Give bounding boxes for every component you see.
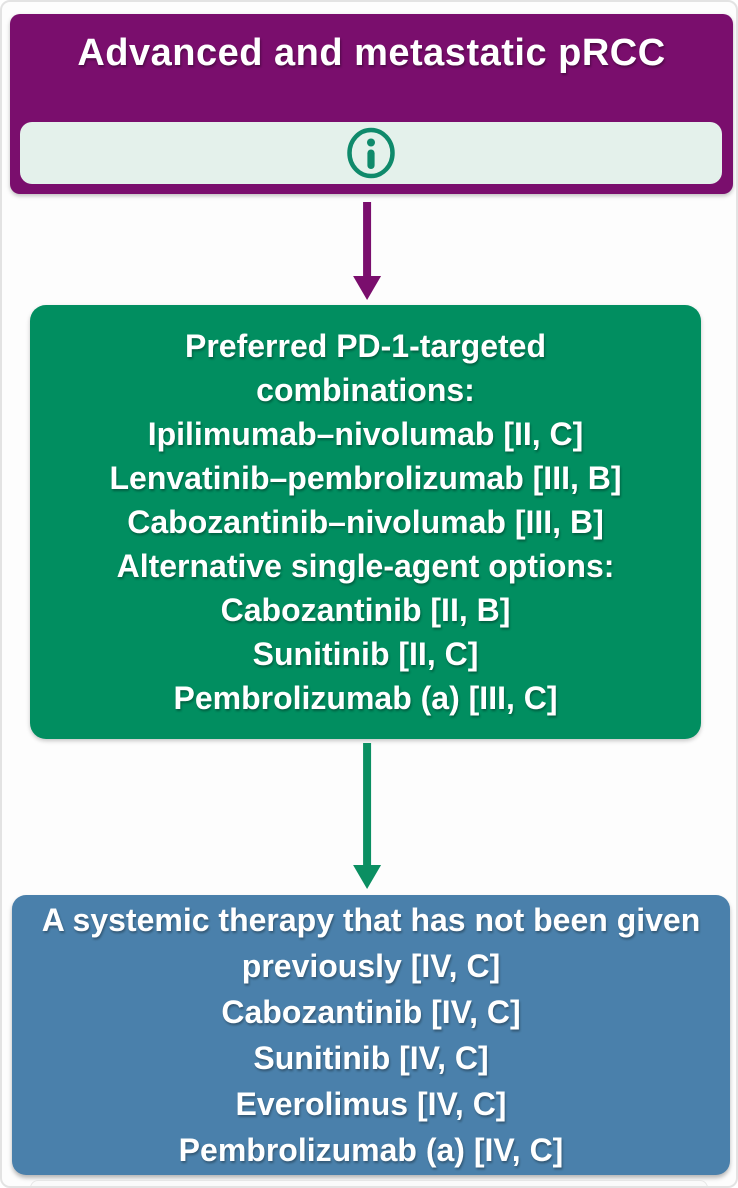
- treatment-line: Sunitinib [IV, C]: [253, 1040, 489, 1076]
- treatment-line: Cabozantinib–nivolumab [III, B]: [127, 504, 604, 540]
- node-preferred-pd1-combinations: Preferred PD-1-targeted combinations: Ip…: [30, 305, 701, 739]
- arrow-down-green-icon: [351, 743, 383, 894]
- node-advanced-metastatic-prcc: Advanced and metastatic pRCC: [10, 14, 733, 194]
- treatment-line: A systemic therapy that has not been giv…: [41, 902, 701, 984]
- treatment-line: Ipilimumab–nivolumab [II, C]: [147, 416, 584, 452]
- node-title: Advanced and metastatic pRCC: [77, 32, 666, 74]
- treatment-line: Cabozantinib [II, B]: [220, 592, 511, 628]
- treatment-line: Pembrolizumab (a) [III, C]: [173, 680, 558, 716]
- treatment-line: Cabozantinib [IV, C]: [221, 994, 521, 1030]
- treatment-line: Alternative single-agent options:: [116, 548, 615, 584]
- treatment-line: Everolimus [IV, C]: [235, 1086, 507, 1122]
- treatment-line: Preferred PD-1-targeted: [185, 328, 546, 364]
- treatment-line: Sunitinib [II, C]: [252, 636, 479, 672]
- treatment-line: Lenvatinib–pembrolizumab [III, B]: [109, 460, 622, 496]
- arrow-down-purple-icon: [351, 202, 383, 305]
- treatment-line: Pembrolizumab (a) [IV, C]: [178, 1132, 564, 1168]
- info-button[interactable]: [20, 122, 722, 184]
- treatment-line: combinations:: [256, 372, 475, 408]
- info-icon: [344, 126, 398, 180]
- node-subsequent-systemic-therapy: A systemic therapy that has not been giv…: [12, 895, 730, 1175]
- next-card-edge: [30, 1180, 708, 1186]
